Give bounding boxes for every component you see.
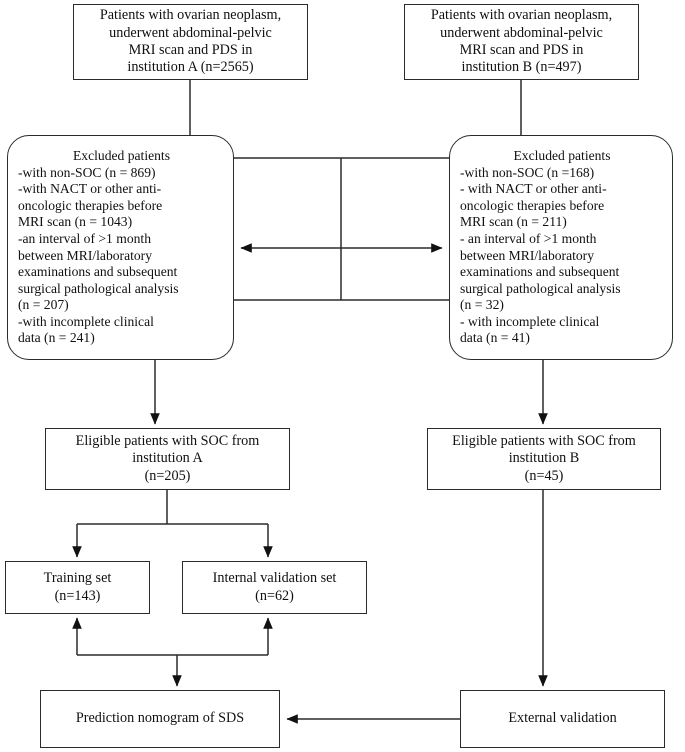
node-source-institution-a-text: Patients with ovarian neoplasm, underwen… [99, 7, 282, 76]
node-excluded-institution-a-body: Excluded patients-with non-SOC (n = 869)… [8, 148, 233, 347]
node-external-validation: External validation [460, 690, 665, 748]
node-excluded-institution-a-heading: Excluded patients [72, 148, 170, 164]
node-internal-validation-set-text: Internal validation set (n=62) [212, 570, 337, 604]
node-excluded-institution-a: Excluded patients-with non-SOC (n = 869)… [7, 135, 234, 360]
node-eligible-institution-a-text: Eligible patients with SOC from institut… [75, 433, 260, 484]
node-internal-validation-set: Internal validation set (n=62) [182, 561, 367, 614]
node-training-set: Training set (n=143) [5, 561, 150, 614]
node-excluded-institution-a-items: -with non-SOC (n = 869) -with NACT or ot… [18, 164, 179, 346]
node-excluded-institution-b-items: -with non-SOC (n =168) - with NACT or ot… [460, 164, 621, 346]
node-excluded-institution-b: Excluded patients-with non-SOC (n =168) … [449, 135, 673, 360]
node-prediction-nomogram-text: Prediction nomogram of SDS [75, 710, 245, 727]
node-excluded-institution-b-body: Excluded patients-with non-SOC (n =168) … [450, 148, 672, 347]
node-excluded-institution-b-heading: Excluded patients [513, 148, 611, 164]
node-prediction-nomogram: Prediction nomogram of SDS [40, 690, 280, 748]
node-eligible-institution-b: Eligible patients with SOC from institut… [427, 428, 661, 490]
node-eligible-institution-a: Eligible patients with SOC from institut… [45, 428, 290, 490]
node-external-validation-text: External validation [508, 710, 617, 727]
node-training-set-text: Training set (n=143) [43, 570, 112, 604]
node-source-institution-b: Patients with ovarian neoplasm, underwen… [404, 4, 639, 80]
node-source-institution-b-text: Patients with ovarian neoplasm, underwen… [430, 7, 613, 76]
node-source-institution-a: Patients with ovarian neoplasm, underwen… [73, 4, 308, 80]
node-eligible-institution-b-text: Eligible patients with SOC from institut… [452, 433, 636, 484]
